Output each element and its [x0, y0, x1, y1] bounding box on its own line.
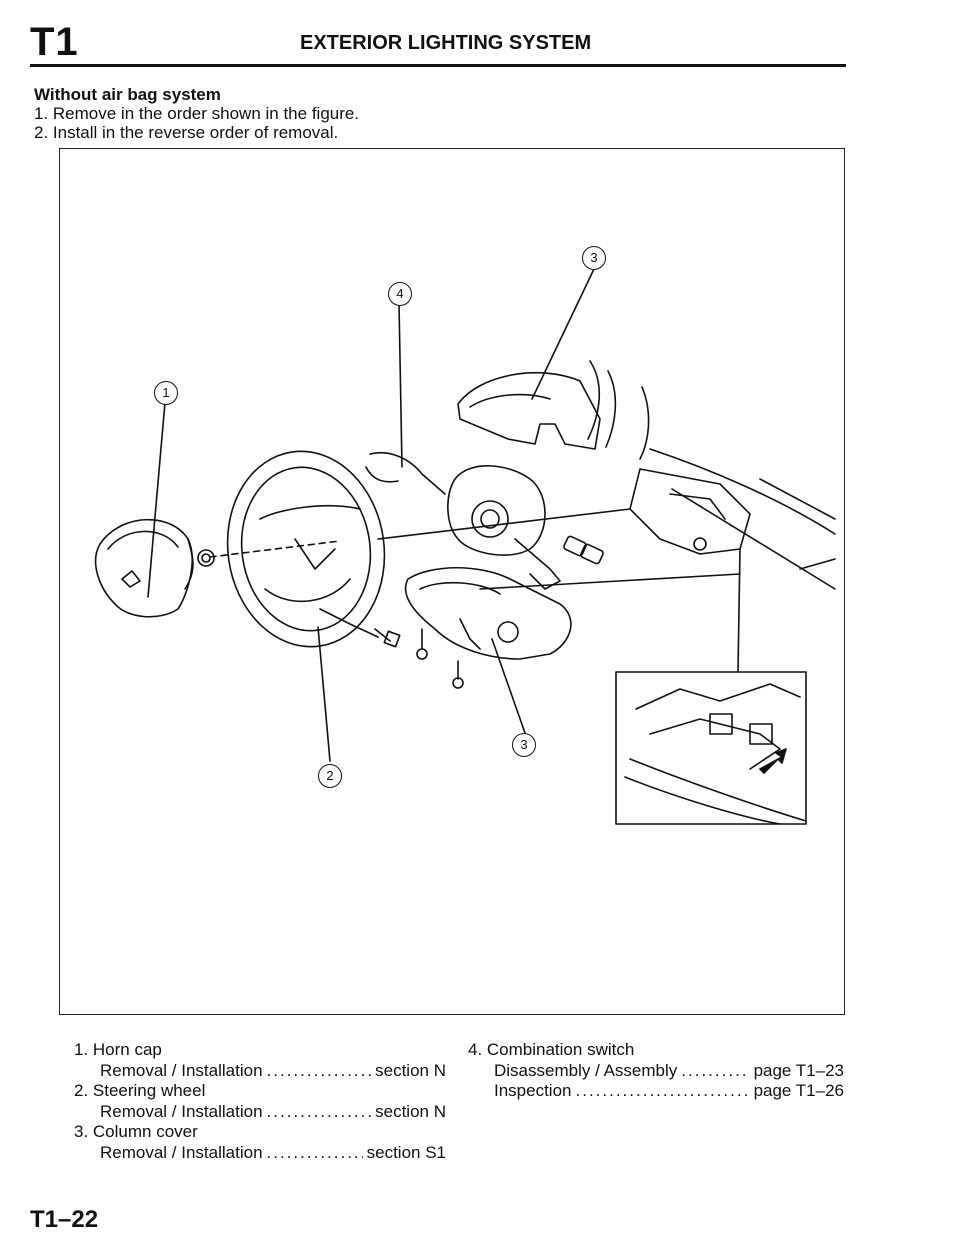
column-cover-screw [416, 628, 428, 660]
callout-leader [147, 390, 167, 598]
hub-axis-line [377, 508, 631, 540]
intro-heading: Without air bag system [34, 85, 221, 104]
exploded-view-drawing [94, 268, 836, 825]
legend-item: 3. Column cover Removal / Installation s… [74, 1122, 446, 1163]
callout-leader [531, 268, 595, 400]
legend-row-label: Disassembly / Assembly [494, 1060, 678, 1080]
leader-dots [267, 1061, 372, 1082]
wheel-bolt [374, 628, 401, 648]
callout-4: 4 [388, 282, 412, 306]
hub-axis-line [479, 573, 741, 590]
hub-nut [197, 549, 215, 567]
dashboard-outline [587, 360, 836, 590]
page-title: EXTERIOR LIGHTING SYSTEM [300, 32, 592, 54]
connector-detail-inset [615, 671, 807, 825]
page-number: T1–22 [30, 1206, 99, 1233]
exploded-view-figure: 1 2 3 3 4 [59, 148, 845, 1015]
legend-row: Removal / Installation section N [74, 1061, 446, 1082]
legend-row: Removal / Installation section N [74, 1102, 446, 1123]
legend-item-title: 4. Combination switch [468, 1040, 635, 1059]
legend-item-title: 1. Horn cap [74, 1040, 162, 1059]
legend-row-reference: section S1 [366, 1142, 446, 1162]
leader-dots [267, 1143, 363, 1164]
callout-2: 2 [318, 764, 342, 788]
legend-item: 4. Combination switch Disassembly / Asse… [468, 1040, 844, 1102]
callout-leader [737, 548, 741, 672]
callout-leader [317, 626, 331, 762]
combination-switch-shape [365, 452, 604, 590]
legend-item-title: 2. Steering wheel [74, 1081, 206, 1100]
callout-leader [398, 303, 403, 468]
legend-row-reference: section N [375, 1101, 446, 1121]
legend-row-reference: page T1–23 [753, 1060, 844, 1080]
callout-3-lower: 3 [512, 733, 536, 757]
leader-dots [576, 1081, 750, 1102]
intro-step: 1. Remove in the order shown in the figu… [34, 104, 360, 123]
legend-row: Inspection page T1–26 [468, 1081, 844, 1102]
legend-right-column: 4. Combination switch Disassembly / Asse… [468, 1040, 844, 1102]
horn-cap-shape [94, 518, 194, 618]
lower-column-cover-shape [404, 567, 572, 660]
callout-1: 1 [154, 381, 178, 405]
callout-3-upper: 3 [582, 246, 606, 270]
legend-row: Disassembly / Assembly page T1–23 [468, 1061, 844, 1082]
intro: Without air bag system 1. Remove in the … [34, 85, 359, 142]
legend-left-column: 1. Horn cap Removal / Installation secti… [74, 1040, 446, 1163]
legend-row-reference: page T1–26 [753, 1081, 844, 1100]
legend-row-label: Removal / Installation [100, 1101, 263, 1121]
hub-bolt-line [209, 540, 341, 558]
steering-column-shape [629, 468, 751, 555]
section-code: T1 [30, 20, 79, 64]
upper-column-cover-shape [457, 371, 601, 450]
legend-row-label: Removal / Installation [100, 1142, 263, 1162]
header-rule [30, 64, 846, 67]
leader-dots [267, 1102, 372, 1123]
legend-row-label: Inspection [494, 1081, 572, 1100]
legend-item: 1. Horn cap Removal / Installation secti… [74, 1040, 446, 1081]
legend-row: Removal / Installation section S1 [74, 1143, 446, 1164]
intro-step: 2. Install in the reverse order of remov… [34, 123, 339, 142]
legend-row-label: Removal / Installation [100, 1060, 263, 1080]
leader-dots [681, 1061, 749, 1082]
legend-item: 2. Steering wheel Removal / Installation… [74, 1081, 446, 1122]
callout-leader [491, 638, 526, 734]
legend-row-reference: section N [375, 1060, 446, 1080]
legend-item-title: 3. Column cover [74, 1122, 198, 1141]
column-cover-screw [452, 660, 464, 689]
